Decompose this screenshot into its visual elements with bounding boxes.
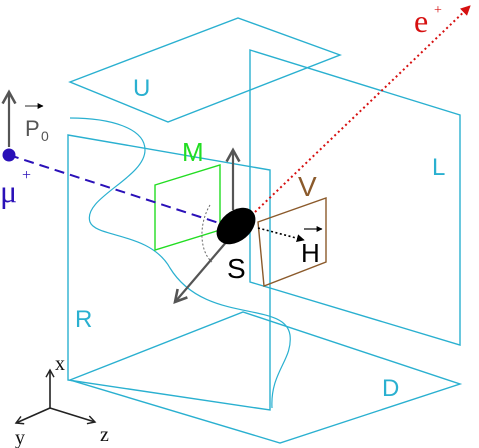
label-left: L [432, 154, 445, 181]
label-positron: e [414, 3, 428, 39]
label-positron-charge: + [434, 3, 442, 18]
muon-track [8, 154, 223, 225]
target-s [216, 207, 256, 245]
frame-down [67, 311, 463, 444]
positron-track [254, 5, 471, 213]
label-veto: V [298, 171, 317, 202]
label-target: S [227, 253, 246, 284]
muon-dot [2, 148, 16, 162]
label-down: D [382, 375, 399, 402]
label-momentum-subscript: 0 [41, 128, 49, 144]
precession-arc [201, 204, 213, 263]
field-h-arrow [257, 227, 305, 243]
label-muon-charge: + [22, 167, 31, 184]
magnet-m [154, 164, 221, 251]
label-axis-z: z [100, 424, 109, 446]
frame-right [67, 134, 271, 411]
label-axis-x: x [55, 353, 65, 375]
label-axis-y: y [15, 427, 25, 448]
detector-frames [67, 17, 463, 444]
label-right: R [75, 306, 92, 333]
frame-up [68, 17, 342, 123]
axis-y-line [14, 407, 51, 425]
veto-counter-v [257, 197, 327, 287]
label-up: U [133, 75, 150, 102]
label-momentum-symbol: P [25, 116, 40, 141]
label-field-symbol: H [301, 238, 320, 268]
axis-z-line [49, 407, 97, 425]
frame-left [249, 49, 461, 346]
label-muon: μ [0, 173, 17, 209]
coordinate-axes [14, 368, 97, 425]
spin-diagonal-arrow [175, 239, 229, 302]
label-magnet: M [182, 137, 204, 167]
beam-profile-curve [69, 117, 291, 409]
